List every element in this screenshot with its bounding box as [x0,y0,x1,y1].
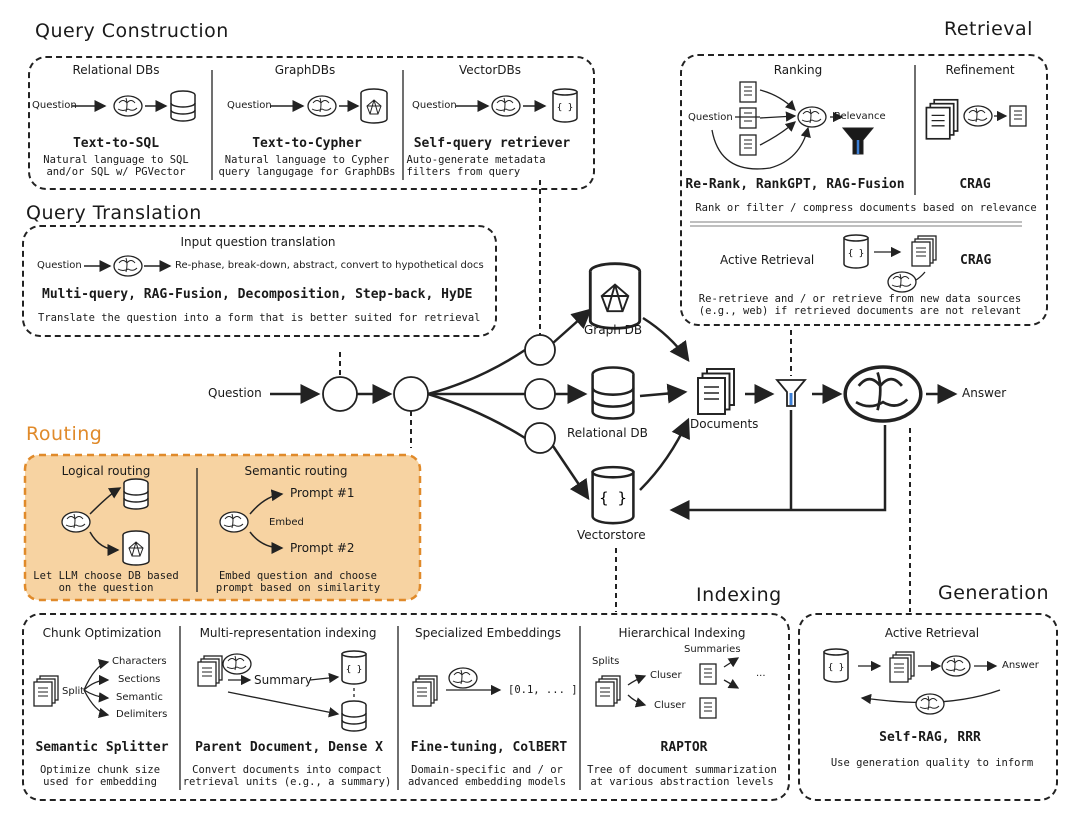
text-to-sql-label: Text-to-SQL [72,136,160,151]
semantic-splitter-label: Semantic Splitter [35,740,169,755]
relational-db-label: Relational DB [567,426,648,440]
translation-methods: Multi-query, RAG-Fusion, Decomposition, … [42,287,473,302]
retrieval-panel [680,54,1048,326]
fine-tuning-label: Fine-tuning, ColBERT [410,740,568,755]
query-construction-diagram [72,70,578,180]
active-retrieval-method: CRAG [960,253,992,268]
embedding-vector-label: [0.1, ... ] [508,684,578,696]
prompt-1-label: Prompt #1 [290,486,355,500]
generation-diagram [823,648,1001,715]
relational-question-label: Question [32,100,77,111]
chunk-item-delimiters: Delimiters [116,709,168,720]
routing-diagram [61,468,284,592]
ranking-heading: Ranking [773,63,823,77]
generation-desc: Use generation quality to inform [830,757,1034,769]
text-to-cypher-label: Text-to-Cypher [252,136,362,151]
chunk-item-sections: Sections [118,674,161,685]
documents-label: Documents [690,417,759,431]
split-label: Split [62,686,85,697]
query-translation-panel [22,225,497,337]
self-rag-label: Self-RAG, RRR [879,730,981,745]
query-construction-title: Query Construction [35,20,229,42]
answer-label: Answer [962,386,1007,400]
translation-heading: Input question translation [180,235,336,249]
indexing-panel [22,613,790,801]
indexing-title: Indexing [696,584,782,606]
hierarchical-indexing-heading: Hierarchical Indexing [618,626,746,640]
cluster-2-label: Cluser [654,700,686,711]
generation-active-retrieval-heading: Active Retrieval [884,626,980,640]
semantic-routing-heading: Semantic routing [244,464,348,478]
specialized-embeddings-heading: Specialized Embeddings [415,626,561,640]
summary-label: Summary [254,673,312,687]
logical-routing-heading: Logical routing [61,464,151,478]
prompt-2-label: Prompt #2 [290,541,355,555]
relational-dbs-heading: Relational DBs [72,63,160,77]
main-question-label: Question [208,386,262,400]
query-construction-panel [28,56,595,190]
cluster-1-label: Cluser [650,670,682,681]
vectordbs-heading: VectorDBs [459,63,521,77]
vector-question-label: Question [412,100,457,111]
generation-answer-label: Answer [1002,660,1039,671]
query-translation-title: Query Translation [26,202,202,224]
graph-question-label: Question [227,100,272,111]
vectorstore-label: Vectorstore [577,528,646,542]
active-retrieval-heading: Active Retrieval [720,253,815,267]
active-retrieval-desc: Re-retrieve and / or retrieve from new d… [698,293,1022,317]
refinement-heading: Refinement [945,63,1015,77]
ranking-methods: Re-Rank, RankGPT, RAG-Fusion [685,177,905,192]
self-query-label: Self-query retriever [413,136,571,151]
relevance-label: Relevance [834,111,886,122]
splits-label: Splits [592,656,620,667]
chunk-item-semantic: Semantic [116,692,163,703]
rank-desc: Rank or filter / compress documents base… [695,202,1037,214]
summaries-label: Summaries [684,644,741,655]
embed-label: Embed [269,517,304,528]
raptor-label: RAPTOR [660,740,708,755]
ranking-question-label: Question [688,112,733,123]
translation-question-label: Question [37,260,82,271]
retrieval-diagram [690,65,1027,293]
refinement-method: CRAG [959,177,991,192]
indexing-diagram [33,626,740,790]
center-flow [270,180,958,612]
translation-desc: Translate the question into a form that … [38,312,481,324]
ellipsis-label: ... [756,668,766,679]
query-translation-diagram [84,255,172,277]
retrieval-title: Retrieval [944,18,1033,40]
graph-db-label: Graph DB [584,323,643,337]
generation-title: Generation [938,582,1049,604]
graphdbs-heading: GraphDBs [274,63,336,77]
parent-document-label: Parent Document, Dense X [195,740,383,755]
routing-title: Routing [26,423,103,445]
chunk-item-characters: Characters [112,656,167,667]
chunk-optimization-heading: Chunk Optimization [42,626,162,640]
translation-flow-text: Re-phase, break-down, abstract, convert … [175,260,484,271]
multi-representation-heading: Multi-representation indexing [199,626,377,640]
generation-panel [798,613,1058,801]
